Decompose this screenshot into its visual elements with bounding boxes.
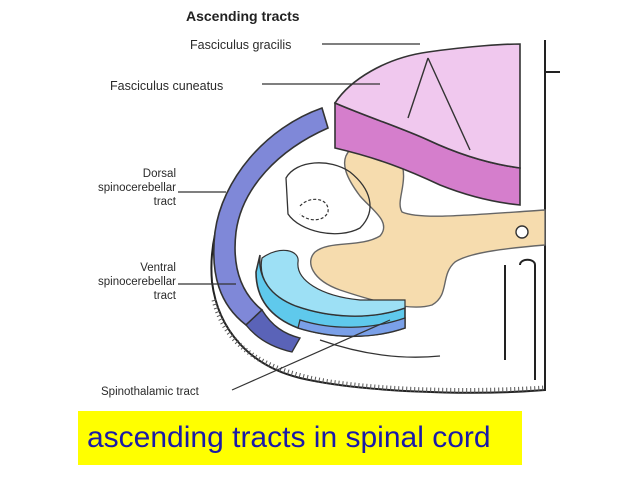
ventral-tract-top-band (260, 249, 406, 317)
label-ventral-line3: tract (154, 290, 177, 302)
gracilis-cuneatus-septum (407, 57, 471, 151)
spinothalamic-region (297, 317, 406, 337)
caption-box: ascending tracts in spinal cord (78, 411, 522, 465)
label-dorsal-line1: Dorsal (143, 168, 176, 180)
label-dorsal-line3: tract (154, 196, 177, 208)
label-spinothalamic: Spinothalamic tract (101, 386, 200, 398)
fasciculus-gracilis-region (333, 43, 521, 169)
caption-text: ascending tracts in spinal cord (87, 421, 491, 454)
dorsal-spinocerebellar-side (245, 308, 302, 353)
diagram-title: Ascending tracts (186, 8, 300, 24)
central-canal (515, 225, 529, 239)
inner-outline-1 (285, 162, 371, 235)
midline-edge (504, 71, 560, 380)
label-dorsal-line2: spinocerebellar (98, 182, 176, 194)
leader-lines (178, 43, 420, 391)
label-fasciculus-cuneatus: Fasciculus cuneatus (110, 79, 223, 93)
inner-outline-2 (299, 198, 329, 221)
grey-matter (310, 141, 546, 308)
label-fasciculus-gracilis: Fasciculus gracilis (190, 38, 291, 52)
label-ventral-line2: spinocerebellar (98, 276, 176, 288)
label-ventral-line1: Ventral (140, 262, 176, 274)
